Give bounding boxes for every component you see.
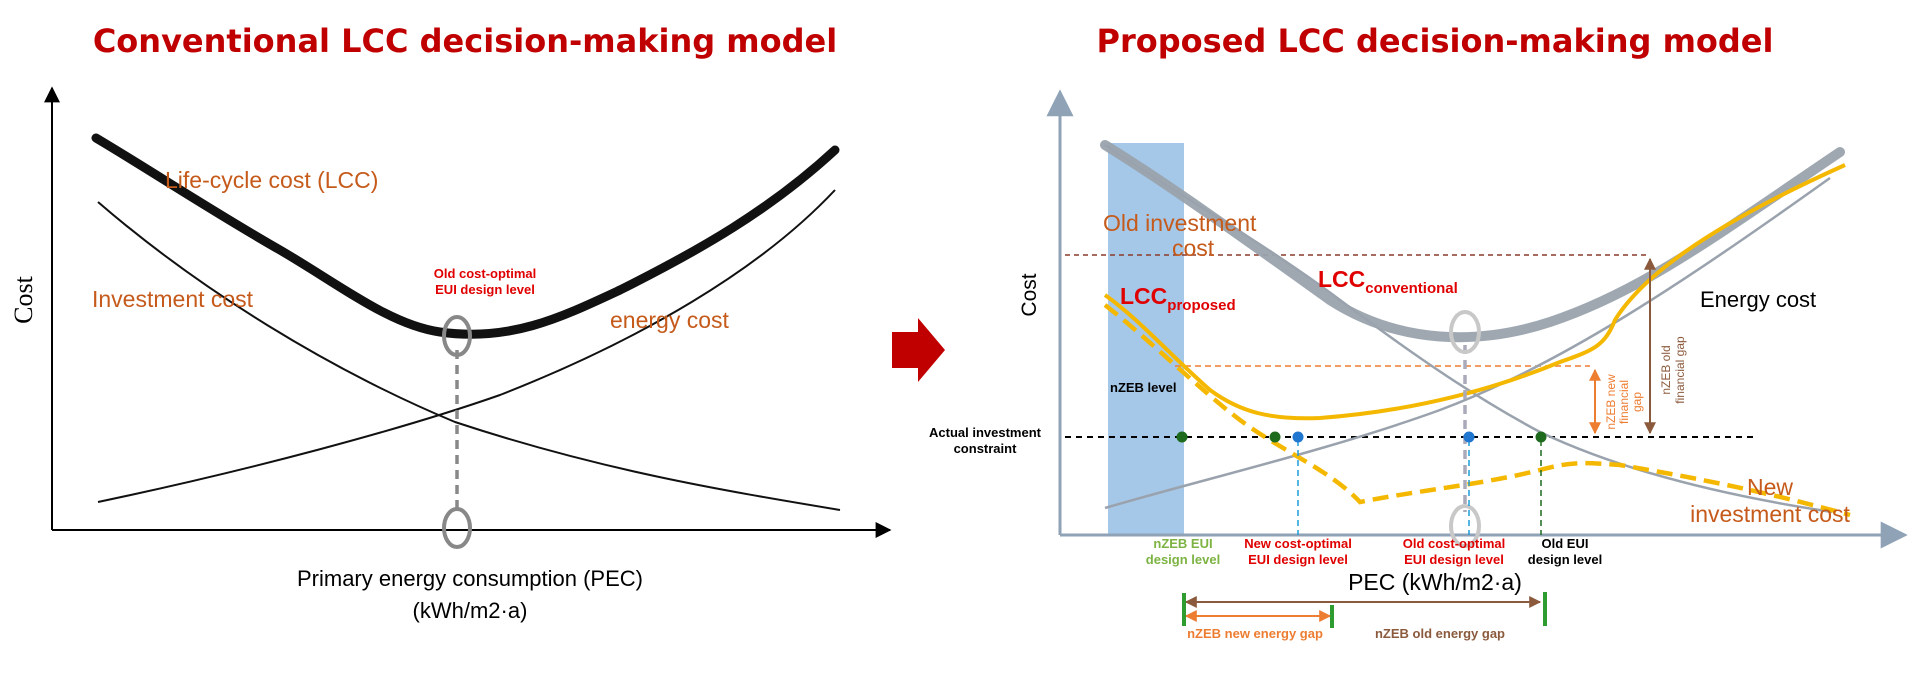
old-optimal-label-line1: Old cost-optimal [1403,536,1506,551]
actual-constraint-label-line2: constraint [954,441,1018,456]
new-financial-gap-label-line1: nZEB new [1604,374,1618,430]
new-investment-cost-label-line1: New [1747,474,1793,500]
left-optimum-axis-marker [442,507,472,549]
energy-cost-curve [1104,176,1831,510]
energy-cost-label: Energy cost [1700,287,1816,312]
old-financial-gap-label-line1: nZEB old [1659,345,1673,394]
old-optimum-lcc-marker [1449,310,1481,354]
old-energy-gap-label: nZEB old energy gap [1375,626,1505,641]
new-energy-gap-label: nZEB new energy gap [1187,626,1323,641]
left-optimum-label-line1: Old cost-optimal [434,266,537,281]
new-optimal-label-line2: EUI design level [1248,552,1348,567]
left-x-axis-label-line1: Primary energy consumption (PEC) [297,566,643,591]
right-y-axis-label: Cost [1018,273,1041,316]
right-x-axis-label: PEC (kWh/m2·a) [1348,569,1522,595]
new-investment-cost-dashed-curve [1103,303,1851,518]
new-financial-gap-label-line3: gap [1630,392,1644,412]
left-energy-curve [97,189,836,503]
new-optimum-dot [1292,431,1304,443]
right-panel: Proposed LCC decision-making model Cost … [929,22,1908,641]
new-optimal-label-line1: New cost-optimal [1244,536,1352,551]
old-eui-dot [1535,431,1547,443]
nzeb-eui-label-line1: nZEB EUI [1153,536,1212,551]
left-optimum-lcc-marker [442,315,472,357]
left-lcc-curve [91,133,840,339]
old-eui-label-line2: design level [1528,552,1602,567]
left-energy-label: energy cost [610,307,730,333]
left-optimum-label-line2: EUI design level [435,282,535,297]
old-investment-cost-label-line1: Old investment [1103,210,1257,236]
new-investment-cost-label-line2: investment cost [1690,501,1850,527]
old-investment-cost-label-line2: cost [1172,235,1215,261]
nzeb-level-label: nZEB level [1110,380,1176,395]
left-panel: Conventional LCC decision-making model C… [9,22,892,623]
old-optimum-axis-marker [1449,504,1481,548]
lcc-conventional-curve [1100,140,1845,343]
old-optimal-label-line2: EUI design level [1404,552,1504,567]
old-eui-label-line1: Old EUI [1542,536,1589,551]
new-financial-gap-label-line2: financial [1617,380,1631,424]
left-y-axis-label: Cost [9,275,38,323]
transition-arrow-icon [892,318,945,382]
left-lcc-label: Life-cycle cost (LCC) [165,167,378,193]
nzeb-eui-label-line2: design level [1146,552,1220,567]
right-panel-title: Proposed LCC decision-making model [1097,22,1774,60]
actual-constraint-label-line1: Actual investment [929,425,1042,440]
left-investment-label: Investment cost [92,286,254,312]
lcc-conventional-label: LCCconventional [1318,266,1458,297]
new-intersection-dot [1269,431,1281,443]
left-x-axis-label-line2: (kWh/m2·a) [413,598,528,623]
new-investment-cost-curve [1104,143,1833,514]
left-investment-curve [97,201,841,511]
left-panel-title: Conventional LCC decision-making model [93,22,837,60]
old-optimum-dot [1463,431,1475,443]
nzeb-constraint-dot [1176,431,1188,443]
lcc-proposed-label: LCCproposed [1120,283,1236,314]
old-financial-gap-label-line2: financial gap [1673,336,1687,404]
